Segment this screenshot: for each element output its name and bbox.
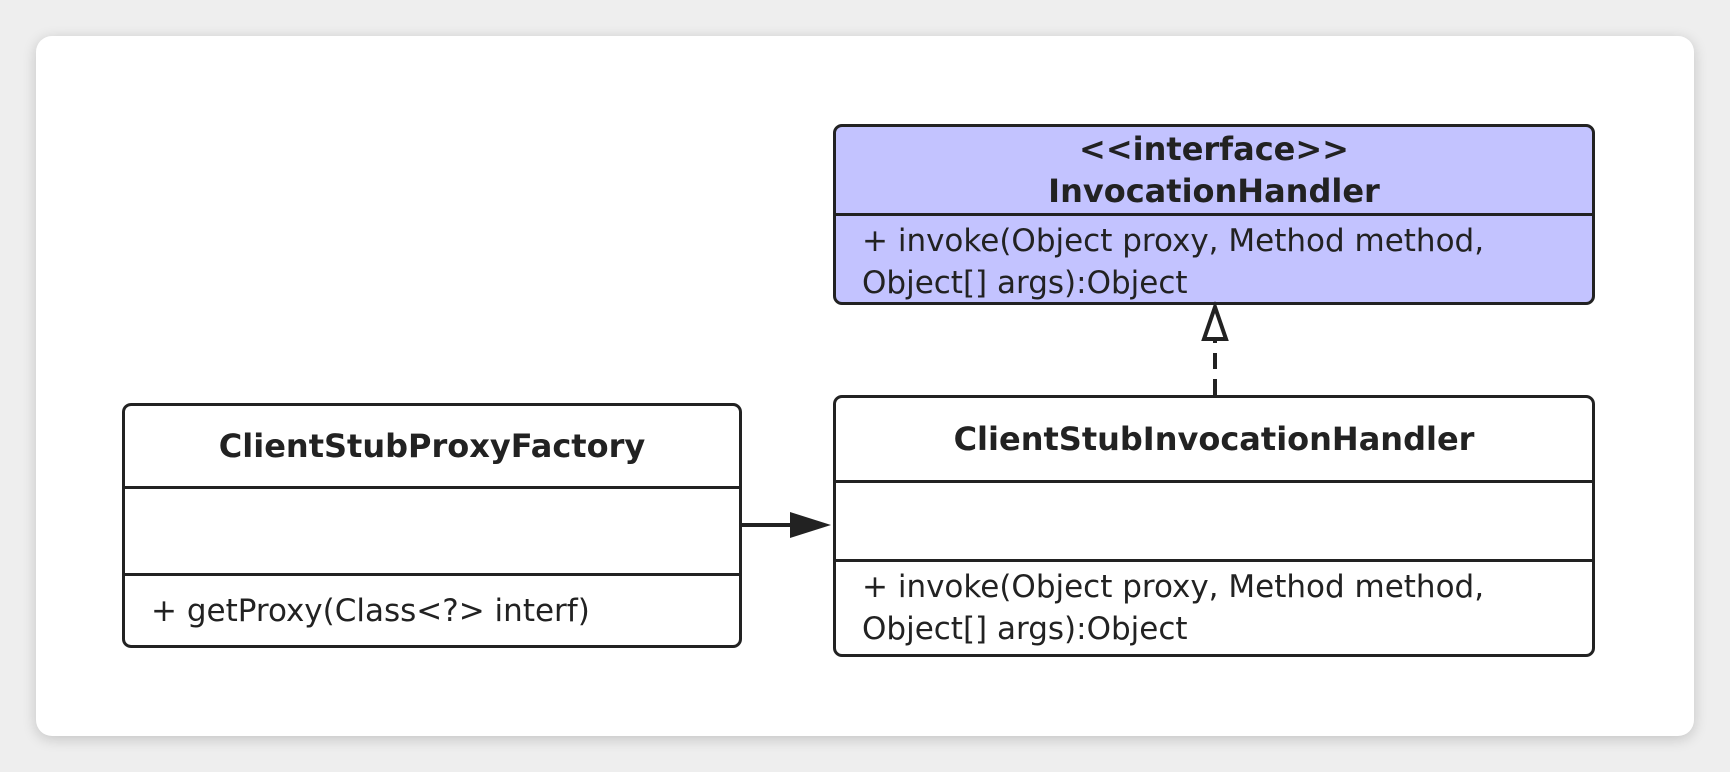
class-methods: + invoke(Object proxy, Method method, Ob…	[836, 559, 1592, 654]
method-line: Object[] args):Object	[862, 611, 1188, 647]
class-header: ClientStubProxyFactory	[125, 406, 739, 486]
class-attributes	[836, 480, 1592, 559]
class-methods: + invoke(Object proxy, Method method, Ob…	[836, 213, 1592, 302]
class-header: <<interface>> InvocationHandler	[836, 127, 1592, 213]
class-name: ClientStubProxyFactory	[218, 427, 646, 465]
method-line: + getProxy(Class<?> interf)	[151, 593, 590, 629]
class-attributes	[125, 486, 739, 573]
method-line: + invoke(Object proxy, Method method,	[862, 569, 1485, 605]
class-client-stub-proxy-factory[interactable]: ClientStubProxyFactory + getProxy(Class<…	[122, 403, 742, 648]
class-name: InvocationHandler	[1048, 172, 1380, 210]
class-methods: + getProxy(Class<?> interf)	[125, 573, 739, 645]
class-header: ClientStubInvocationHandler	[836, 398, 1592, 480]
method-line: Object[] args):Object	[862, 265, 1188, 301]
class-invocation-handler[interactable]: <<interface>> InvocationHandler + invoke…	[833, 124, 1595, 305]
class-stereotype: <<interface>>	[1079, 130, 1349, 168]
method-line: + invoke(Object proxy, Method method,	[862, 223, 1485, 259]
class-name: ClientStubInvocationHandler	[953, 420, 1475, 458]
class-client-stub-invocation-handler[interactable]: ClientStubInvocationHandler + invoke(Obj…	[833, 395, 1595, 657]
